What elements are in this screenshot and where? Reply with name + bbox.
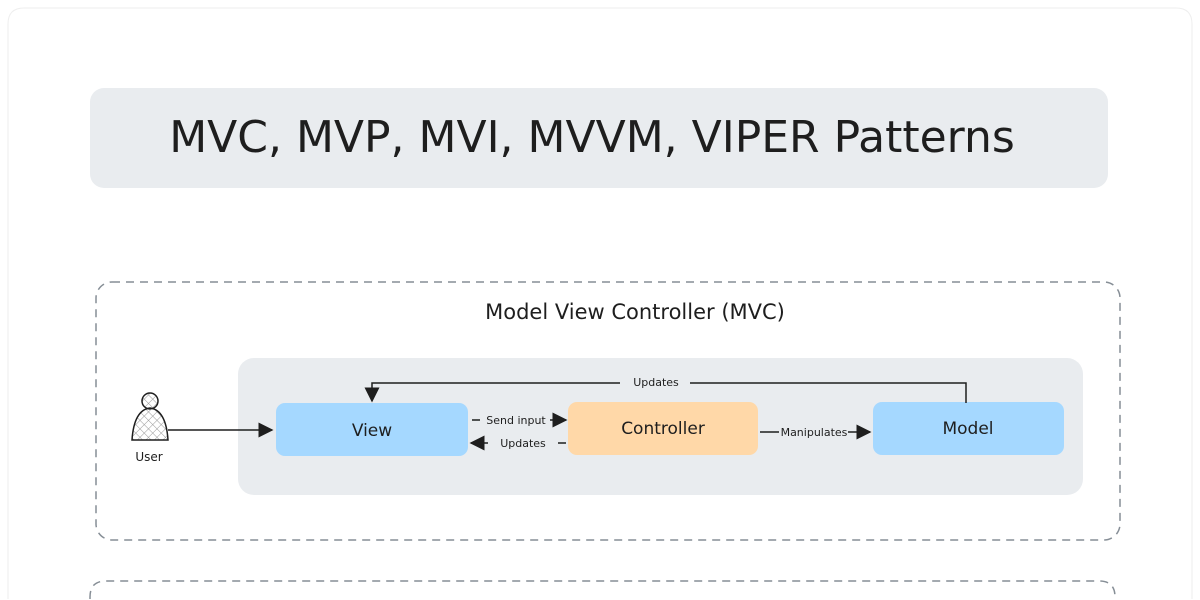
controller-to-model-label: Manipulates bbox=[781, 426, 848, 439]
model-to-view-arrow bbox=[372, 382, 967, 403]
mvc-group bbox=[95, 281, 1121, 541]
mvc-heading: Model View Controller (MVC) bbox=[485, 300, 785, 324]
page-title: MVC, MVP, MVI, MVVM, VIPER Patterns bbox=[169, 112, 1015, 163]
controller-to-view-label: Updates bbox=[500, 437, 546, 450]
view-label: View bbox=[352, 421, 392, 441]
page-card bbox=[7, 7, 1193, 599]
title-box bbox=[90, 88, 1108, 188]
next-pattern-group bbox=[89, 580, 1116, 599]
view-to-controller-label: Send input bbox=[486, 414, 546, 427]
model-to-view-label: Updates bbox=[633, 376, 679, 389]
model-node bbox=[873, 402, 1064, 455]
controller-node bbox=[568, 402, 758, 455]
view-node bbox=[276, 403, 468, 456]
controller-label: Controller bbox=[621, 419, 705, 439]
user-label: User bbox=[135, 450, 162, 464]
model-label: Model bbox=[942, 419, 993, 439]
user-icon bbox=[131, 392, 169, 441]
